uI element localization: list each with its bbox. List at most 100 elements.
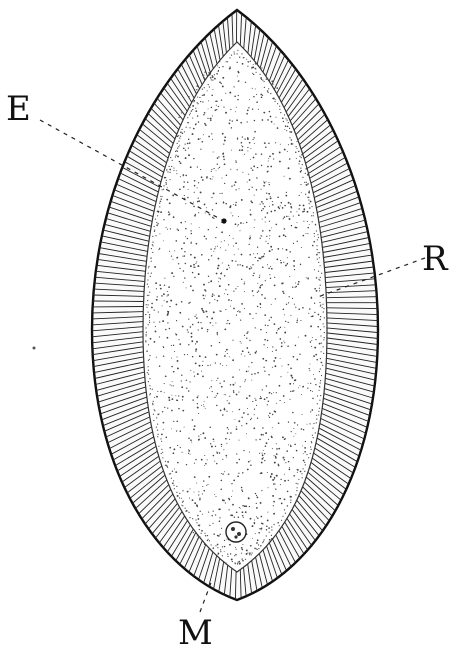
granule bbox=[153, 420, 154, 421]
granule bbox=[270, 266, 271, 267]
granule bbox=[149, 385, 150, 386]
granule bbox=[226, 365, 227, 366]
granule bbox=[211, 380, 212, 381]
granule bbox=[227, 400, 228, 401]
granule bbox=[278, 422, 280, 424]
granule bbox=[314, 303, 315, 304]
granule bbox=[291, 431, 292, 432]
granule bbox=[261, 529, 262, 530]
granule bbox=[263, 450, 264, 451]
granule bbox=[306, 277, 307, 278]
granule bbox=[268, 92, 269, 93]
granule bbox=[216, 332, 218, 334]
granule bbox=[264, 81, 265, 82]
granule bbox=[235, 288, 236, 289]
granule bbox=[194, 257, 196, 259]
granule bbox=[221, 480, 223, 482]
granule bbox=[323, 326, 324, 327]
granule bbox=[235, 202, 236, 203]
granule bbox=[183, 181, 184, 182]
granule bbox=[151, 248, 152, 249]
granule bbox=[241, 489, 242, 490]
granule bbox=[146, 351, 147, 352]
granule bbox=[157, 296, 158, 297]
granule bbox=[177, 360, 179, 362]
granule bbox=[252, 169, 254, 171]
granule bbox=[222, 66, 223, 67]
granule bbox=[148, 370, 149, 371]
granule bbox=[283, 234, 285, 236]
granule bbox=[310, 363, 311, 364]
granule bbox=[305, 335, 307, 337]
granule bbox=[180, 447, 181, 448]
granule bbox=[298, 151, 299, 152]
granule bbox=[299, 208, 300, 209]
granule bbox=[223, 107, 224, 108]
granule bbox=[210, 120, 212, 122]
granule bbox=[276, 392, 277, 393]
granule bbox=[267, 166, 269, 168]
granule bbox=[265, 241, 266, 242]
granule bbox=[221, 222, 222, 223]
granule bbox=[225, 112, 227, 114]
granule bbox=[243, 517, 244, 518]
granule bbox=[191, 336, 193, 338]
granule bbox=[225, 502, 226, 503]
granule bbox=[198, 518, 200, 520]
granule bbox=[285, 118, 286, 119]
granule bbox=[195, 92, 196, 93]
granule bbox=[193, 267, 194, 268]
granule bbox=[254, 120, 256, 122]
granule bbox=[262, 453, 263, 454]
granule bbox=[188, 189, 189, 190]
granule bbox=[257, 539, 259, 541]
granule bbox=[251, 267, 252, 268]
granule bbox=[247, 151, 248, 152]
granule bbox=[242, 136, 243, 137]
granule bbox=[237, 226, 238, 227]
granule bbox=[185, 203, 186, 204]
granule bbox=[219, 193, 220, 194]
granule bbox=[187, 197, 189, 199]
granule bbox=[224, 355, 226, 357]
granule bbox=[175, 151, 176, 152]
granule bbox=[207, 329, 209, 331]
granule bbox=[197, 515, 199, 517]
granule bbox=[233, 245, 234, 246]
granule bbox=[295, 227, 297, 229]
granule bbox=[267, 171, 268, 172]
granule bbox=[228, 402, 229, 403]
granule bbox=[221, 241, 222, 242]
granule bbox=[289, 276, 290, 277]
granule bbox=[214, 295, 215, 296]
granule bbox=[287, 372, 288, 373]
granule bbox=[288, 302, 289, 303]
granule bbox=[309, 368, 310, 369]
granule bbox=[179, 138, 180, 139]
granule bbox=[266, 529, 268, 531]
granule bbox=[151, 303, 153, 305]
granule bbox=[246, 113, 248, 115]
granule bbox=[254, 523, 255, 524]
granule bbox=[178, 146, 179, 147]
granule bbox=[230, 384, 231, 385]
granule bbox=[163, 293, 165, 295]
granule bbox=[193, 202, 194, 203]
granule bbox=[246, 338, 247, 339]
granule bbox=[246, 553, 248, 555]
granule bbox=[209, 388, 210, 389]
granule bbox=[323, 353, 324, 354]
granule bbox=[165, 177, 166, 178]
granule bbox=[309, 207, 311, 209]
granule bbox=[292, 298, 293, 299]
granule bbox=[230, 169, 231, 170]
granule bbox=[246, 397, 248, 399]
granule bbox=[153, 322, 154, 323]
granule bbox=[160, 196, 161, 197]
granule bbox=[313, 437, 314, 438]
granule bbox=[286, 192, 287, 193]
granule bbox=[249, 552, 251, 554]
granule bbox=[231, 300, 232, 301]
granule bbox=[253, 74, 255, 76]
